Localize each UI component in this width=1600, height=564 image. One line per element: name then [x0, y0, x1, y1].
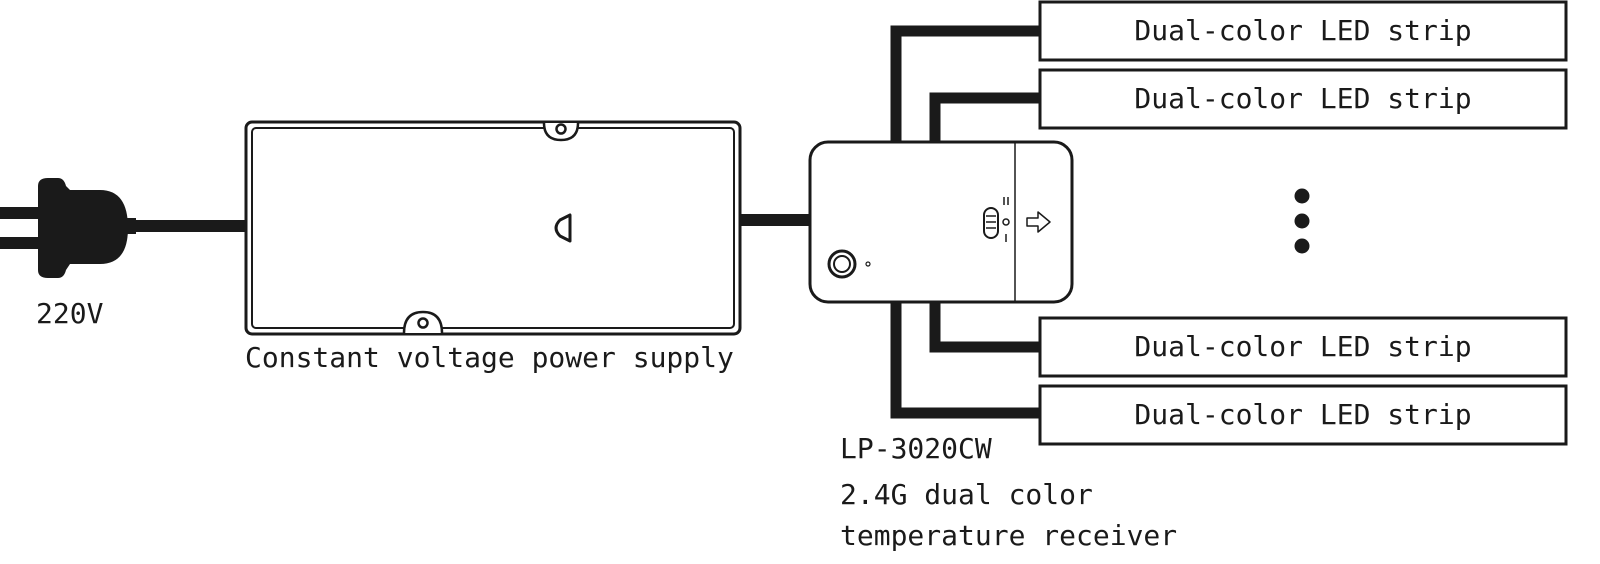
led-strip-label: Dual-color LED strip: [1134, 14, 1472, 47]
output-arrow-icon: [1026, 211, 1051, 233]
led-strip-box: [1038, 316, 1568, 378]
receiver-desc-line1: 2.4G dual color: [840, 478, 1093, 511]
dc-cable: [740, 214, 812, 226]
led-strip-label: Dual-color LED strip: [1134, 398, 1472, 431]
power-plug-icon: [0, 178, 136, 278]
led-strip-label: Dual-color LED strip: [1134, 82, 1472, 115]
led-strip-box: [1038, 384, 1568, 446]
receiver-model-label: LP-3020CW: [840, 432, 992, 465]
more-strips-ellipsis-icon: [1294, 188, 1310, 254]
led-strip-box: [1038, 68, 1568, 130]
output-wires: [890, 25, 1043, 419]
ac-cable: [134, 220, 250, 232]
receiver-unit: [808, 140, 1074, 304]
receiver-desc-line2: temperature receiver: [840, 519, 1178, 552]
power-supply-unit: [244, 120, 742, 336]
led-strip-box: [1038, 0, 1568, 62]
led-strip-label: Dual-color LED strip: [1134, 330, 1472, 363]
plug-voltage-label: 220V: [36, 297, 104, 330]
power-supply-label: Constant voltage power supply: [245, 341, 734, 374]
